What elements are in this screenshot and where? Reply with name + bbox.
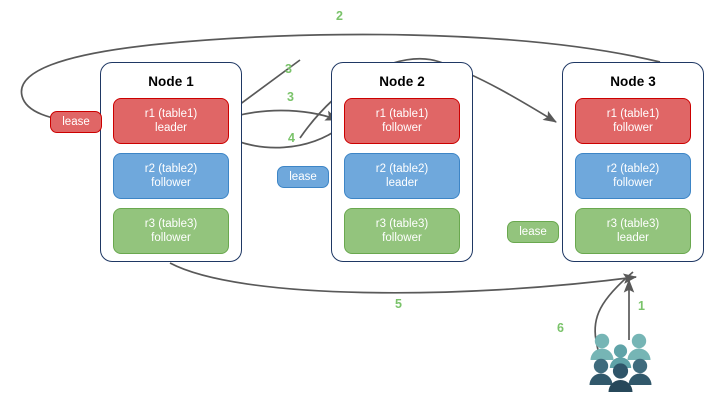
node-2-replica-r2-role: leader <box>386 177 418 189</box>
node-1-replica-r3[interactable]: r3 (table3) follower <box>113 208 229 254</box>
node-1-replica-r1[interactable]: r1 (table1) leader <box>113 98 229 144</box>
step-label-5: 5 <box>395 297 402 311</box>
node-2-replica-r1-role: follower <box>382 122 422 134</box>
step-label-3b: 3 <box>287 90 294 104</box>
step-label-6: 6 <box>557 321 564 335</box>
node-3-replica-r1-name: r1 (table1) <box>606 108 660 120</box>
node-3-replica-r3[interactable]: r3 (table3) leader <box>575 208 691 254</box>
lease-badge-r1[interactable]: lease <box>50 111 102 133</box>
node-1-replica-r1-role: leader <box>155 122 187 134</box>
users-icon <box>588 332 654 394</box>
node-2-replica-r3-name: r3 (table3) <box>375 218 429 230</box>
node-3-replica-r2[interactable]: r2 (table2) follower <box>575 153 691 199</box>
node-2-replica-r1-name: r1 (table1) <box>375 108 429 120</box>
node-3-title: Node 3 <box>610 74 656 89</box>
node-2-replica-r3[interactable]: r3 (table3) follower <box>344 208 460 254</box>
node-2-replica-r3-role: follower <box>382 232 422 244</box>
node-3-replica-r1-role: follower <box>613 122 653 134</box>
step-label-4: 4 <box>288 131 295 145</box>
step-label-1: 1 <box>638 299 645 313</box>
node-3-replica-r3-name: r3 (table3) <box>606 218 660 230</box>
node-2-replica-r2[interactable]: r2 (table2) leader <box>344 153 460 199</box>
arrow-step-5 <box>169 262 638 294</box>
node-2[interactable]: Node 2 r1 (table1) follower r2 (table2) … <box>331 62 473 262</box>
node-2-replica-r2-name: r2 (table2) <box>375 163 429 175</box>
node-1-replica-r2-name: r2 (table2) <box>144 163 198 175</box>
step-label-2: 2 <box>336 9 343 23</box>
node-3-replica-r2-name: r2 (table2) <box>606 163 660 175</box>
lease-badge-r3[interactable]: lease <box>507 221 559 243</box>
node-3-replica-r3-role: leader <box>617 232 649 244</box>
node-1-replica-r1-name: r1 (table1) <box>144 108 198 120</box>
node-1[interactable]: Node 1 r1 (table1) leader r2 (table2) fo… <box>100 62 242 262</box>
node-1-replica-r2[interactable]: r2 (table2) follower <box>113 153 229 199</box>
lease-badge-r2[interactable]: lease <box>277 166 329 188</box>
node-2-replica-r1[interactable]: r1 (table1) follower <box>344 98 460 144</box>
node-1-replica-r2-role: follower <box>151 177 191 189</box>
node-3-replica-r1[interactable]: r1 (table1) follower <box>575 98 691 144</box>
node-1-title: Node 1 <box>148 74 194 89</box>
node-1-replica-r3-name: r3 (table3) <box>144 218 198 230</box>
node-3[interactable]: Node 3 r1 (table1) follower r2 (table2) … <box>562 62 704 262</box>
node-3-replica-r2-role: follower <box>613 177 653 189</box>
node-2-title: Node 2 <box>379 74 425 89</box>
node-1-replica-r3-role: follower <box>151 232 191 244</box>
step-label-3a: 3 <box>285 62 292 76</box>
